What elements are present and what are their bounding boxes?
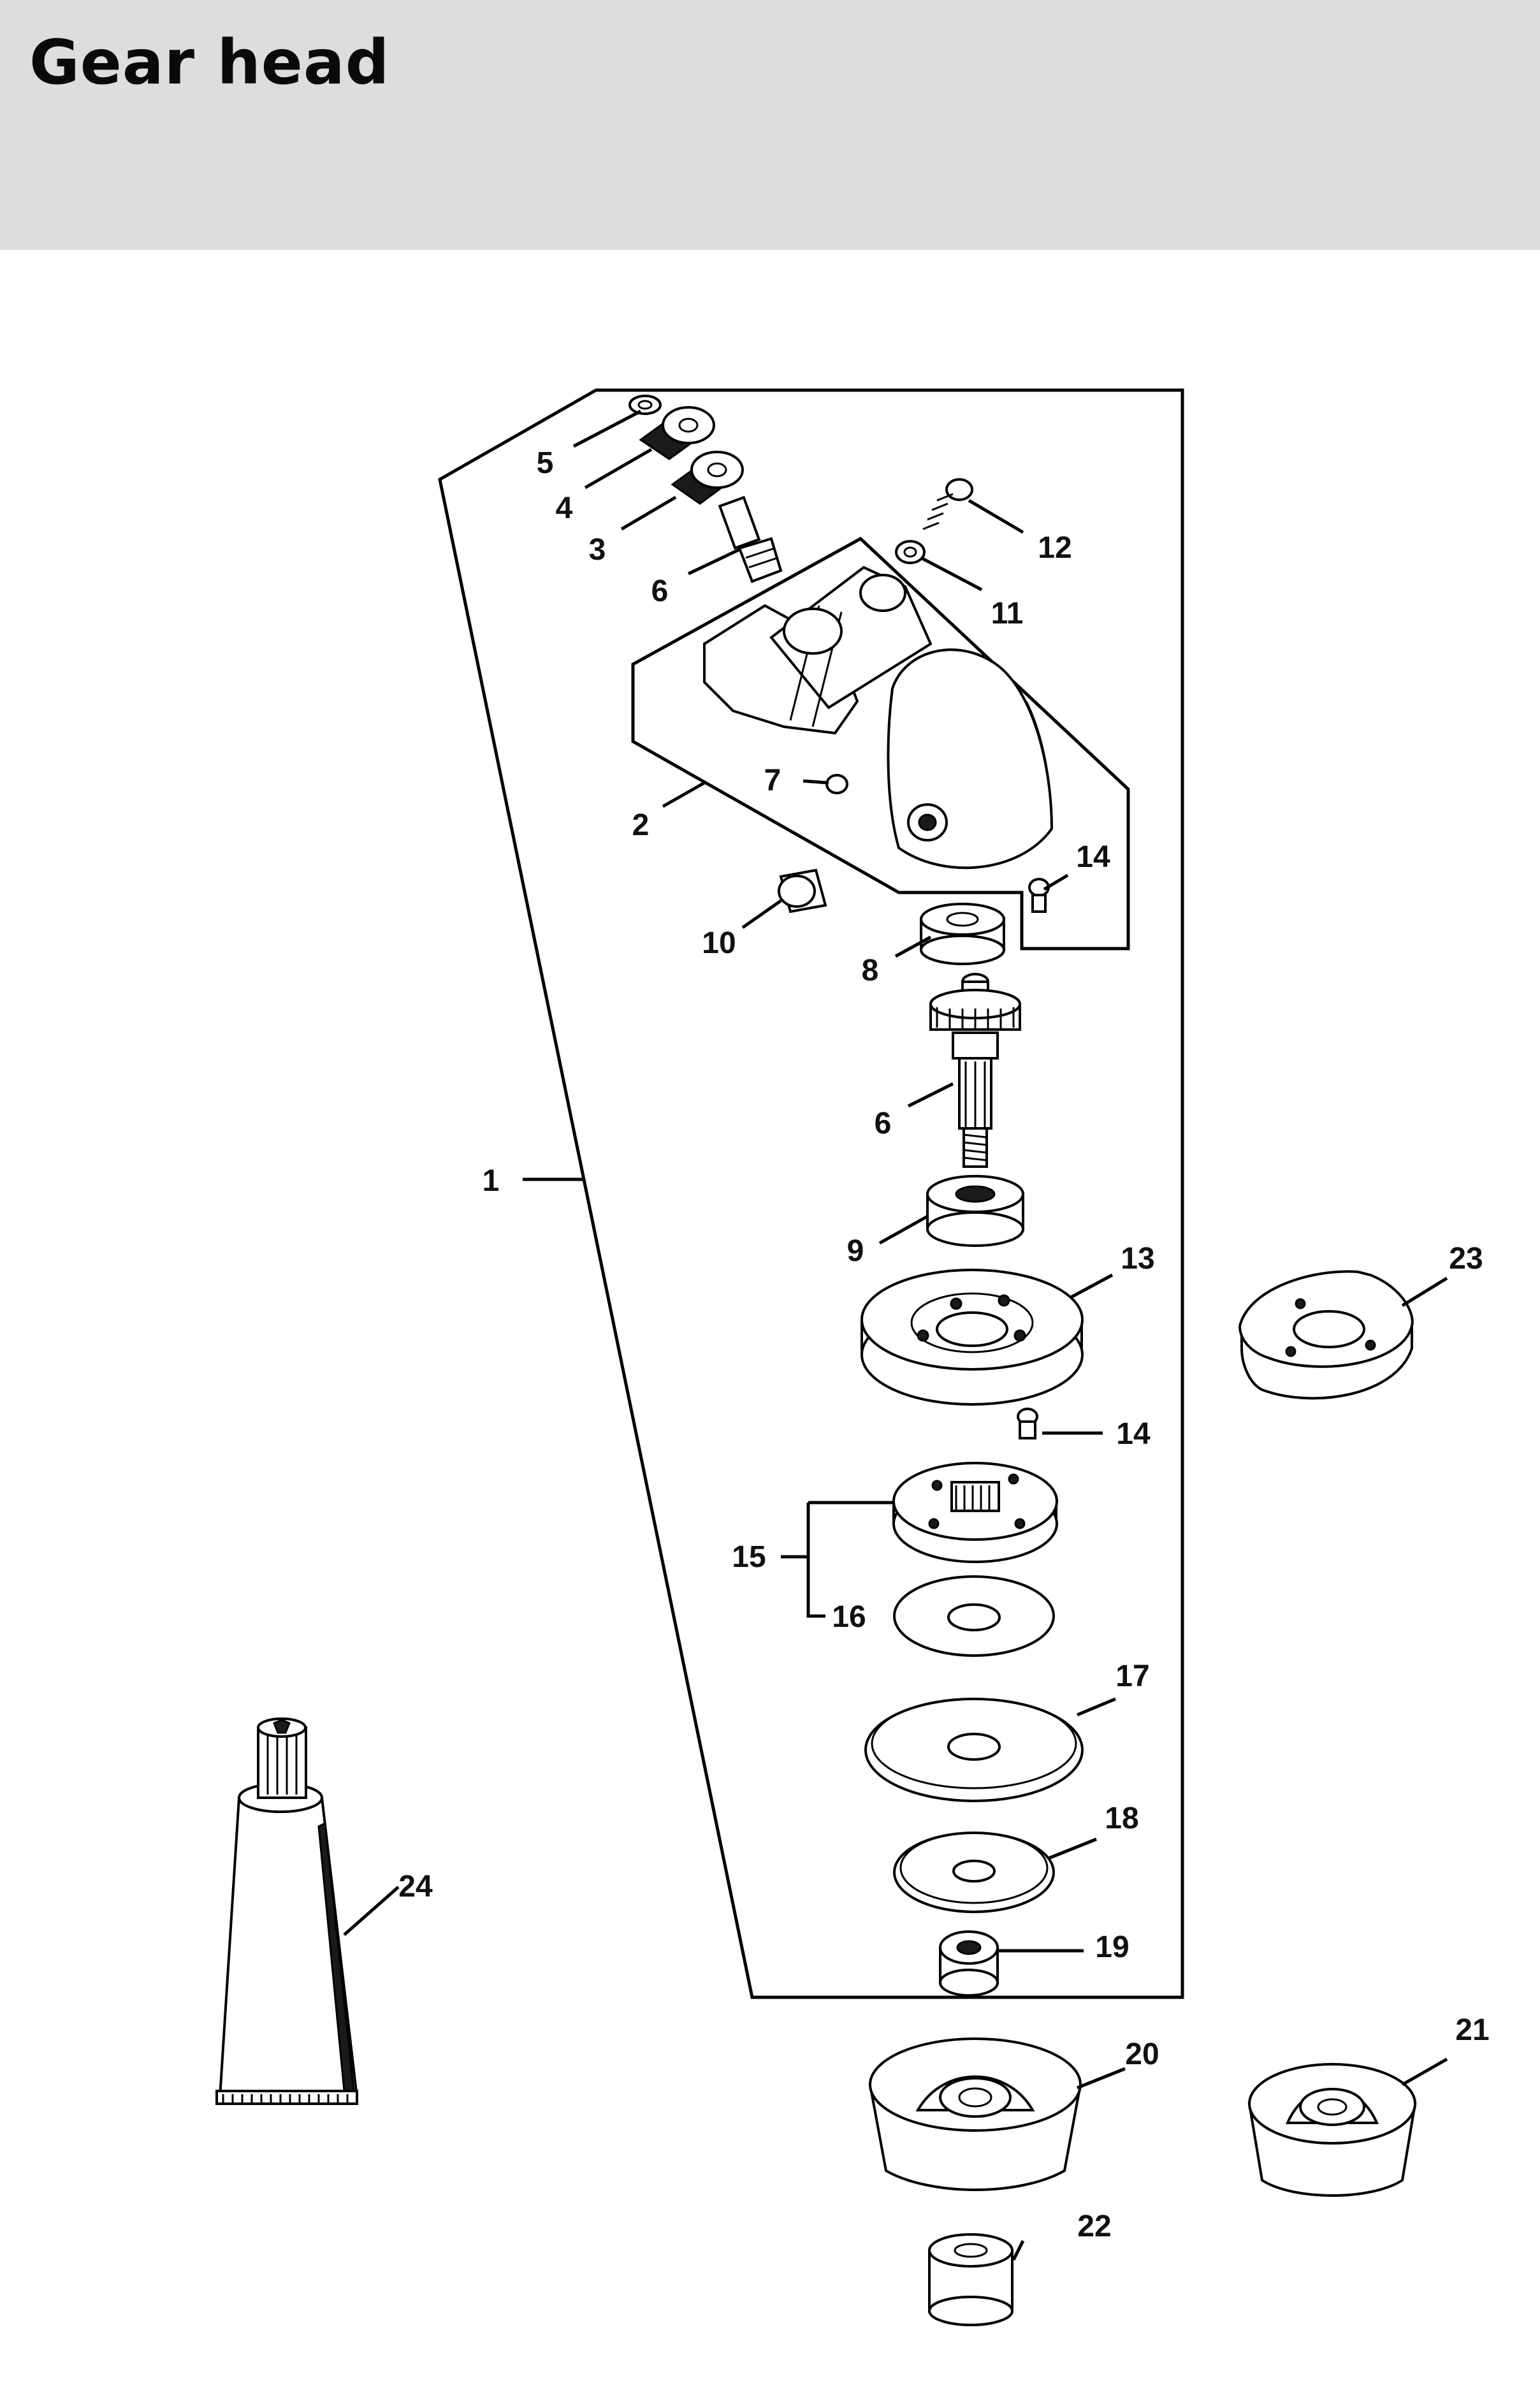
part-8-bearing bbox=[920, 903, 1005, 965]
part-label-16: 16 bbox=[832, 1600, 866, 1634]
part-21-cup bbox=[1247, 2063, 1417, 2197]
part-2-gear-housing bbox=[703, 565, 1054, 870]
part-7-plug bbox=[825, 774, 848, 794]
part-label-18: 18 bbox=[1105, 1802, 1138, 1835]
part-23-flange bbox=[1238, 1270, 1414, 1400]
part-label-8: 8 bbox=[862, 954, 879, 987]
part-10-plug-screw bbox=[778, 868, 827, 914]
assembly-1-outline bbox=[438, 388, 1184, 1999]
part-22-sleeve bbox=[928, 2233, 1013, 2326]
part-15-thrust-plate bbox=[892, 1462, 1058, 1563]
part-label-13: 13 bbox=[1121, 1242, 1154, 1276]
part-3-bearing bbox=[671, 451, 744, 505]
part-label-4: 4 bbox=[556, 492, 573, 525]
part-6-pinion-upper bbox=[718, 495, 783, 583]
part-label-20: 20 bbox=[1125, 2037, 1159, 2071]
part-label-24: 24 bbox=[398, 1870, 433, 1904]
part-5-nut bbox=[628, 395, 662, 415]
leader-lines bbox=[343, 409, 1448, 2261]
assembly-2-outline bbox=[631, 536, 1130, 951]
part-label-6-upper: 6 bbox=[651, 574, 669, 608]
part-label-2: 2 bbox=[632, 808, 650, 842]
part-13-flange bbox=[861, 1269, 1084, 1406]
part-20-cup bbox=[868, 2037, 1082, 2191]
part-19-nut bbox=[939, 1930, 999, 1997]
part-label-1: 1 bbox=[483, 1164, 500, 1198]
part-12-screw bbox=[922, 478, 973, 530]
part-9-bearing bbox=[926, 1175, 1024, 1247]
part-6-gear-shaft bbox=[929, 973, 1021, 1168]
part-label-22: 22 bbox=[1077, 2210, 1111, 2243]
part-label-5: 5 bbox=[537, 446, 554, 480]
part-24-grease-tube bbox=[215, 1717, 359, 2105]
page-title: Gear head bbox=[29, 27, 390, 98]
part-label-11: 11 bbox=[991, 597, 1024, 630]
part-label-21: 21 bbox=[1455, 2013, 1489, 2047]
part-16-washer bbox=[893, 1575, 1055, 1657]
part-label-12: 12 bbox=[1038, 531, 1071, 565]
part-label-17: 17 bbox=[1115, 1659, 1149, 1693]
part-label-7: 7 bbox=[764, 764, 781, 798]
header-bar: Gear head bbox=[0, 0, 1540, 250]
part-14-screw-upper bbox=[1028, 878, 1050, 913]
part-label-19: 19 bbox=[1095, 1930, 1129, 1964]
part-label-10: 10 bbox=[702, 926, 736, 960]
part-label-14-lower: 14 bbox=[1116, 1417, 1151, 1451]
part-14-screw-lower bbox=[1017, 1408, 1038, 1439]
part-17-thrust-plate bbox=[864, 1698, 1084, 1802]
part-label-14-upper: 14 bbox=[1076, 840, 1110, 874]
part-11-washer bbox=[895, 540, 926, 564]
part-4-ring bbox=[639, 406, 715, 460]
part-label-23: 23 bbox=[1449, 1242, 1483, 1276]
part-label-9: 9 bbox=[847, 1234, 864, 1268]
part-label-3: 3 bbox=[589, 533, 606, 567]
part-labels: 5 4 3 6 12 11 7 2 14 10 8 6 1 9 13 23 14… bbox=[398, 446, 1489, 2243]
part-18-plate bbox=[893, 1832, 1055, 1913]
part-label-15: 15 bbox=[732, 1540, 766, 1574]
part-label-6-lower: 6 bbox=[875, 1107, 892, 1140]
